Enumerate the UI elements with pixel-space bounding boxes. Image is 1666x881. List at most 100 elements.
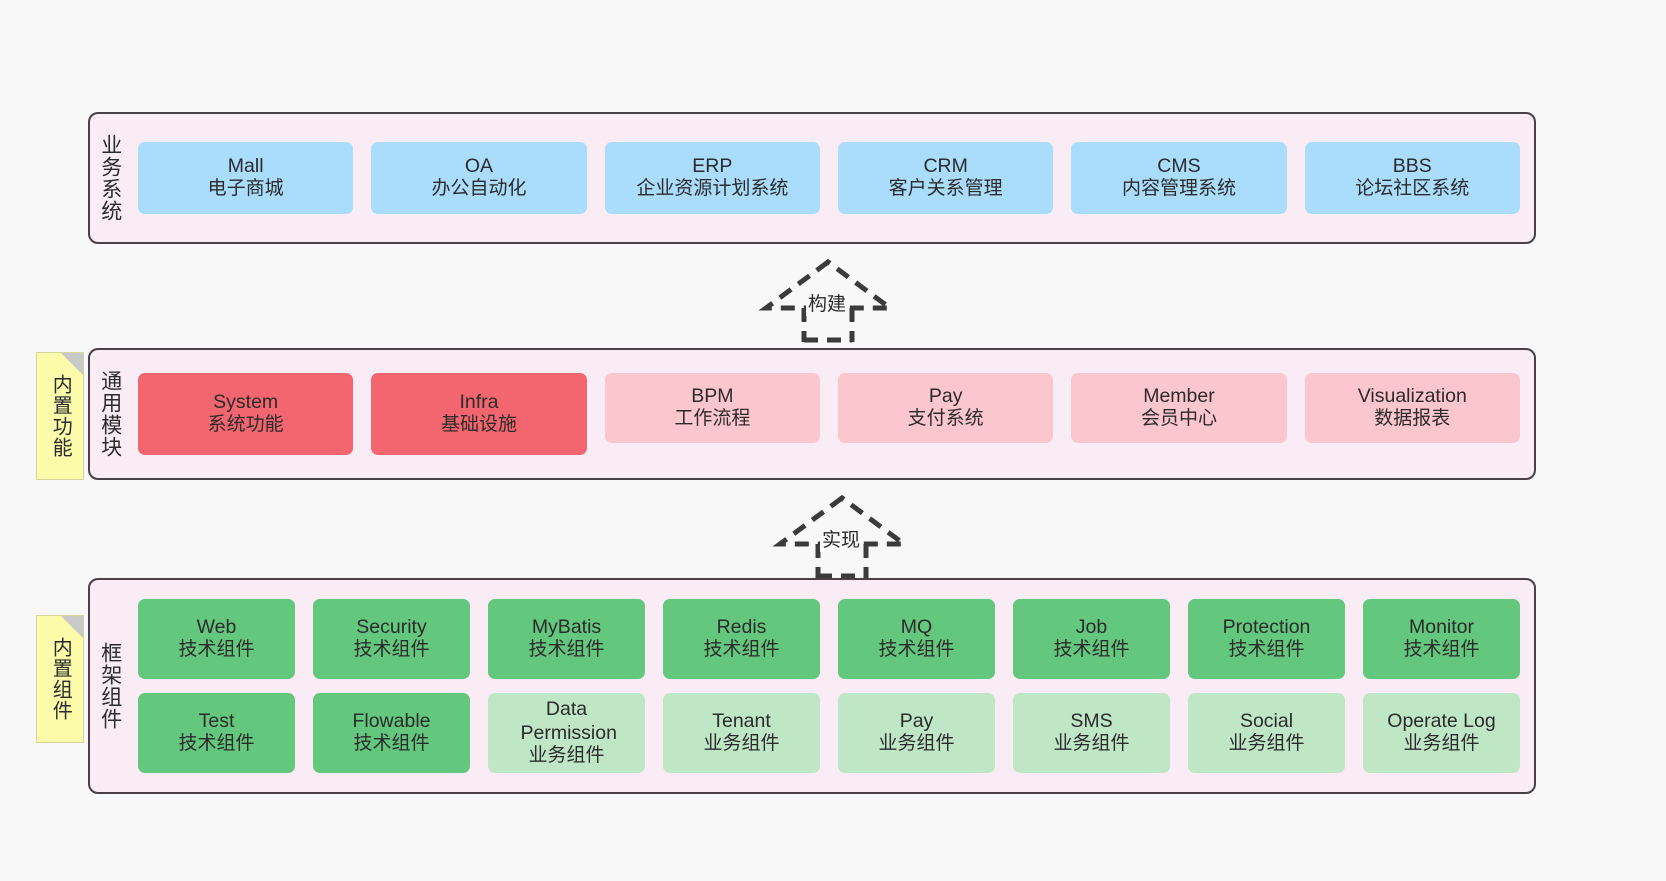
card-security-desc: 技术组件 [353,639,430,661]
card-erp[interactable]: ERP 企业资源计划系统 [604,142,820,214]
layer-business-systems-body: Mall 电子商城 OA 办公自动化 ERP 企业资源计划系统 CRM 客户关系… [130,114,1534,242]
card-web[interactable]: Web 技术组件 [138,599,295,679]
card-social-name: Social [1239,709,1294,732]
card-test[interactable]: Test 技术组件 [138,693,295,773]
card-bbs[interactable]: BBS 论坛社区系统 [1304,142,1520,214]
card-system-desc: 系统功能 [207,414,284,436]
card-cms[interactable]: CMS 内容管理系统 [1071,142,1287,214]
card-erp-name: ERP [692,154,733,177]
card-job[interactable]: Job 技术组件 [1013,599,1170,679]
connector-implement-label: 实现 [820,525,863,552]
card-cms-desc: 内容管理系统 [1121,178,1236,200]
note-builtin-functions: 内置功能 [36,352,84,480]
card-test-desc: 技术组件 [178,733,255,755]
card-sms-desc: 业务组件 [1053,733,1130,755]
card-visualization-name: Visualization [1357,384,1467,407]
card-data-permission[interactable]: Data Permission 业务组件 [488,693,645,773]
card-crm-name: CRM [923,154,968,177]
card-tenant-desc: 业务组件 [703,733,780,755]
card-bbs-name: BBS [1392,154,1432,177]
card-redis-name: Redis [716,615,767,638]
card-mq-desc: 技术组件 [878,639,955,661]
card-system[interactable]: System 系统功能 [138,373,354,455]
layer-business-systems-title: 业务系统 [98,134,122,222]
card-protection[interactable]: Protection 技术组件 [1188,599,1345,679]
card-cms-name: CMS [1157,154,1201,177]
layer-common-modules-body: System 系统功能 Infra 基础设施 BPM 工作流程 Pay 支付系统… [130,350,1534,478]
card-social-desc: 业务组件 [1228,733,1305,755]
card-monitor[interactable]: Monitor 技术组件 [1363,599,1520,679]
card-sms[interactable]: SMS 业务组件 [1013,693,1170,773]
card-social[interactable]: Social 业务组件 [1188,693,1345,773]
card-redis[interactable]: Redis 技术组件 [663,599,820,679]
card-mybatis-name: MyBatis [531,615,602,638]
card-visualization[interactable]: Visualization 数据报表 [1304,373,1520,443]
card-oa-name: OA [464,154,494,177]
card-security[interactable]: Security 技术组件 [313,599,470,679]
card-operate-log-desc: 业务组件 [1403,733,1480,755]
card-member[interactable]: Member 会员中心 [1071,373,1287,443]
connector-build: 构建 [758,256,898,343]
card-mybatis[interactable]: MyBatis 技术组件 [488,599,645,679]
card-pay-module[interactable]: Pay 支付系统 [837,373,1054,443]
card-bpm[interactable]: BPM 工作流程 [604,373,820,443]
card-flowable-desc: 技术组件 [353,733,430,755]
card-oa[interactable]: OA 办公自动化 [371,142,587,214]
layer-common-modules-title: 通用模块 [98,370,122,458]
card-mall-name: Mall [227,154,264,177]
card-mall[interactable]: Mall 电子商城 [138,142,354,214]
card-test-name: Test [198,709,235,732]
card-tenant-name: Tenant [712,709,771,732]
card-crm[interactable]: CRM 客户关系管理 [837,142,1054,214]
card-monitor-name: Monitor [1408,615,1475,638]
card-infra-name: Infra [459,390,499,413]
card-system-name: System [213,390,279,413]
layer-framework-components: 框架组件 Web 技术组件 Security 技术组件 MyBatis 技术组件… [88,578,1536,794]
card-visualization-desc: 数据报表 [1374,408,1451,430]
card-data-permission-desc: 业务组件 [528,744,605,766]
card-oa-desc: 办公自动化 [431,178,527,200]
card-pay-component[interactable]: Pay 业务组件 [838,693,995,773]
card-mall-desc: 电子商城 [207,178,284,200]
card-crm-desc: 客户关系管理 [888,178,1003,200]
card-monitor-desc: 技术组件 [1403,639,1480,661]
card-web-name: Web [196,615,237,638]
card-sms-name: SMS [1070,709,1113,732]
card-job-desc: 技术组件 [1053,639,1130,661]
card-bpm-desc: 工作流程 [674,408,751,430]
card-protection-desc: 技术组件 [1228,639,1305,661]
card-infra[interactable]: Infra 基础设施 [371,373,587,455]
card-mybatis-desc: 技术组件 [528,639,605,661]
card-data-permission-name: Data Permission [520,698,617,744]
card-pay-module-name: Pay [928,384,963,407]
layer-framework-components-title: 框架组件 [98,642,122,730]
card-flowable[interactable]: Flowable 技术组件 [313,693,470,773]
framework-tech-row: Web 技术组件 Security 技术组件 MyBatis 技术组件 Redi… [138,599,1520,679]
card-pay-module-desc: 支付系统 [907,408,984,430]
card-job-name: Job [1075,615,1108,638]
card-pay-component-name: Pay [899,709,934,732]
card-mq-name: MQ [900,615,933,638]
card-redis-desc: 技术组件 [703,639,780,661]
card-bbs-desc: 论坛社区系统 [1355,178,1470,200]
note-builtin-components: 内置组件 [36,615,84,743]
card-member-name: Member [1143,384,1215,407]
card-protection-name: Protection [1222,615,1311,638]
common-modules-row: System 系统功能 Infra 基础设施 BPM 工作流程 Pay 支付系统… [138,373,1520,455]
card-flowable-name: Flowable [352,709,431,732]
card-web-desc: 技术组件 [178,639,255,661]
card-member-desc: 会员中心 [1140,408,1217,430]
connector-implement: 实现 [772,492,912,579]
business-systems-row: Mall 电子商城 OA 办公自动化 ERP 企业资源计划系统 CRM 客户关系… [138,142,1520,214]
card-operate-log-name: Operate Log [1387,709,1496,732]
card-security-name: Security [356,615,427,638]
card-erp-desc: 企业资源计划系统 [636,178,789,200]
card-mq[interactable]: MQ 技术组件 [838,599,995,679]
card-operate-log[interactable]: Operate Log 业务组件 [1363,693,1520,773]
card-infra-desc: 基础设施 [440,414,517,436]
card-bpm-name: BPM [691,384,734,407]
card-tenant[interactable]: Tenant 业务组件 [663,693,820,773]
layer-framework-components-body: Web 技术组件 Security 技术组件 MyBatis 技术组件 Redi… [130,580,1534,792]
framework-biz-row: Test 技术组件 Flowable 技术组件 Data Permission … [138,693,1520,773]
